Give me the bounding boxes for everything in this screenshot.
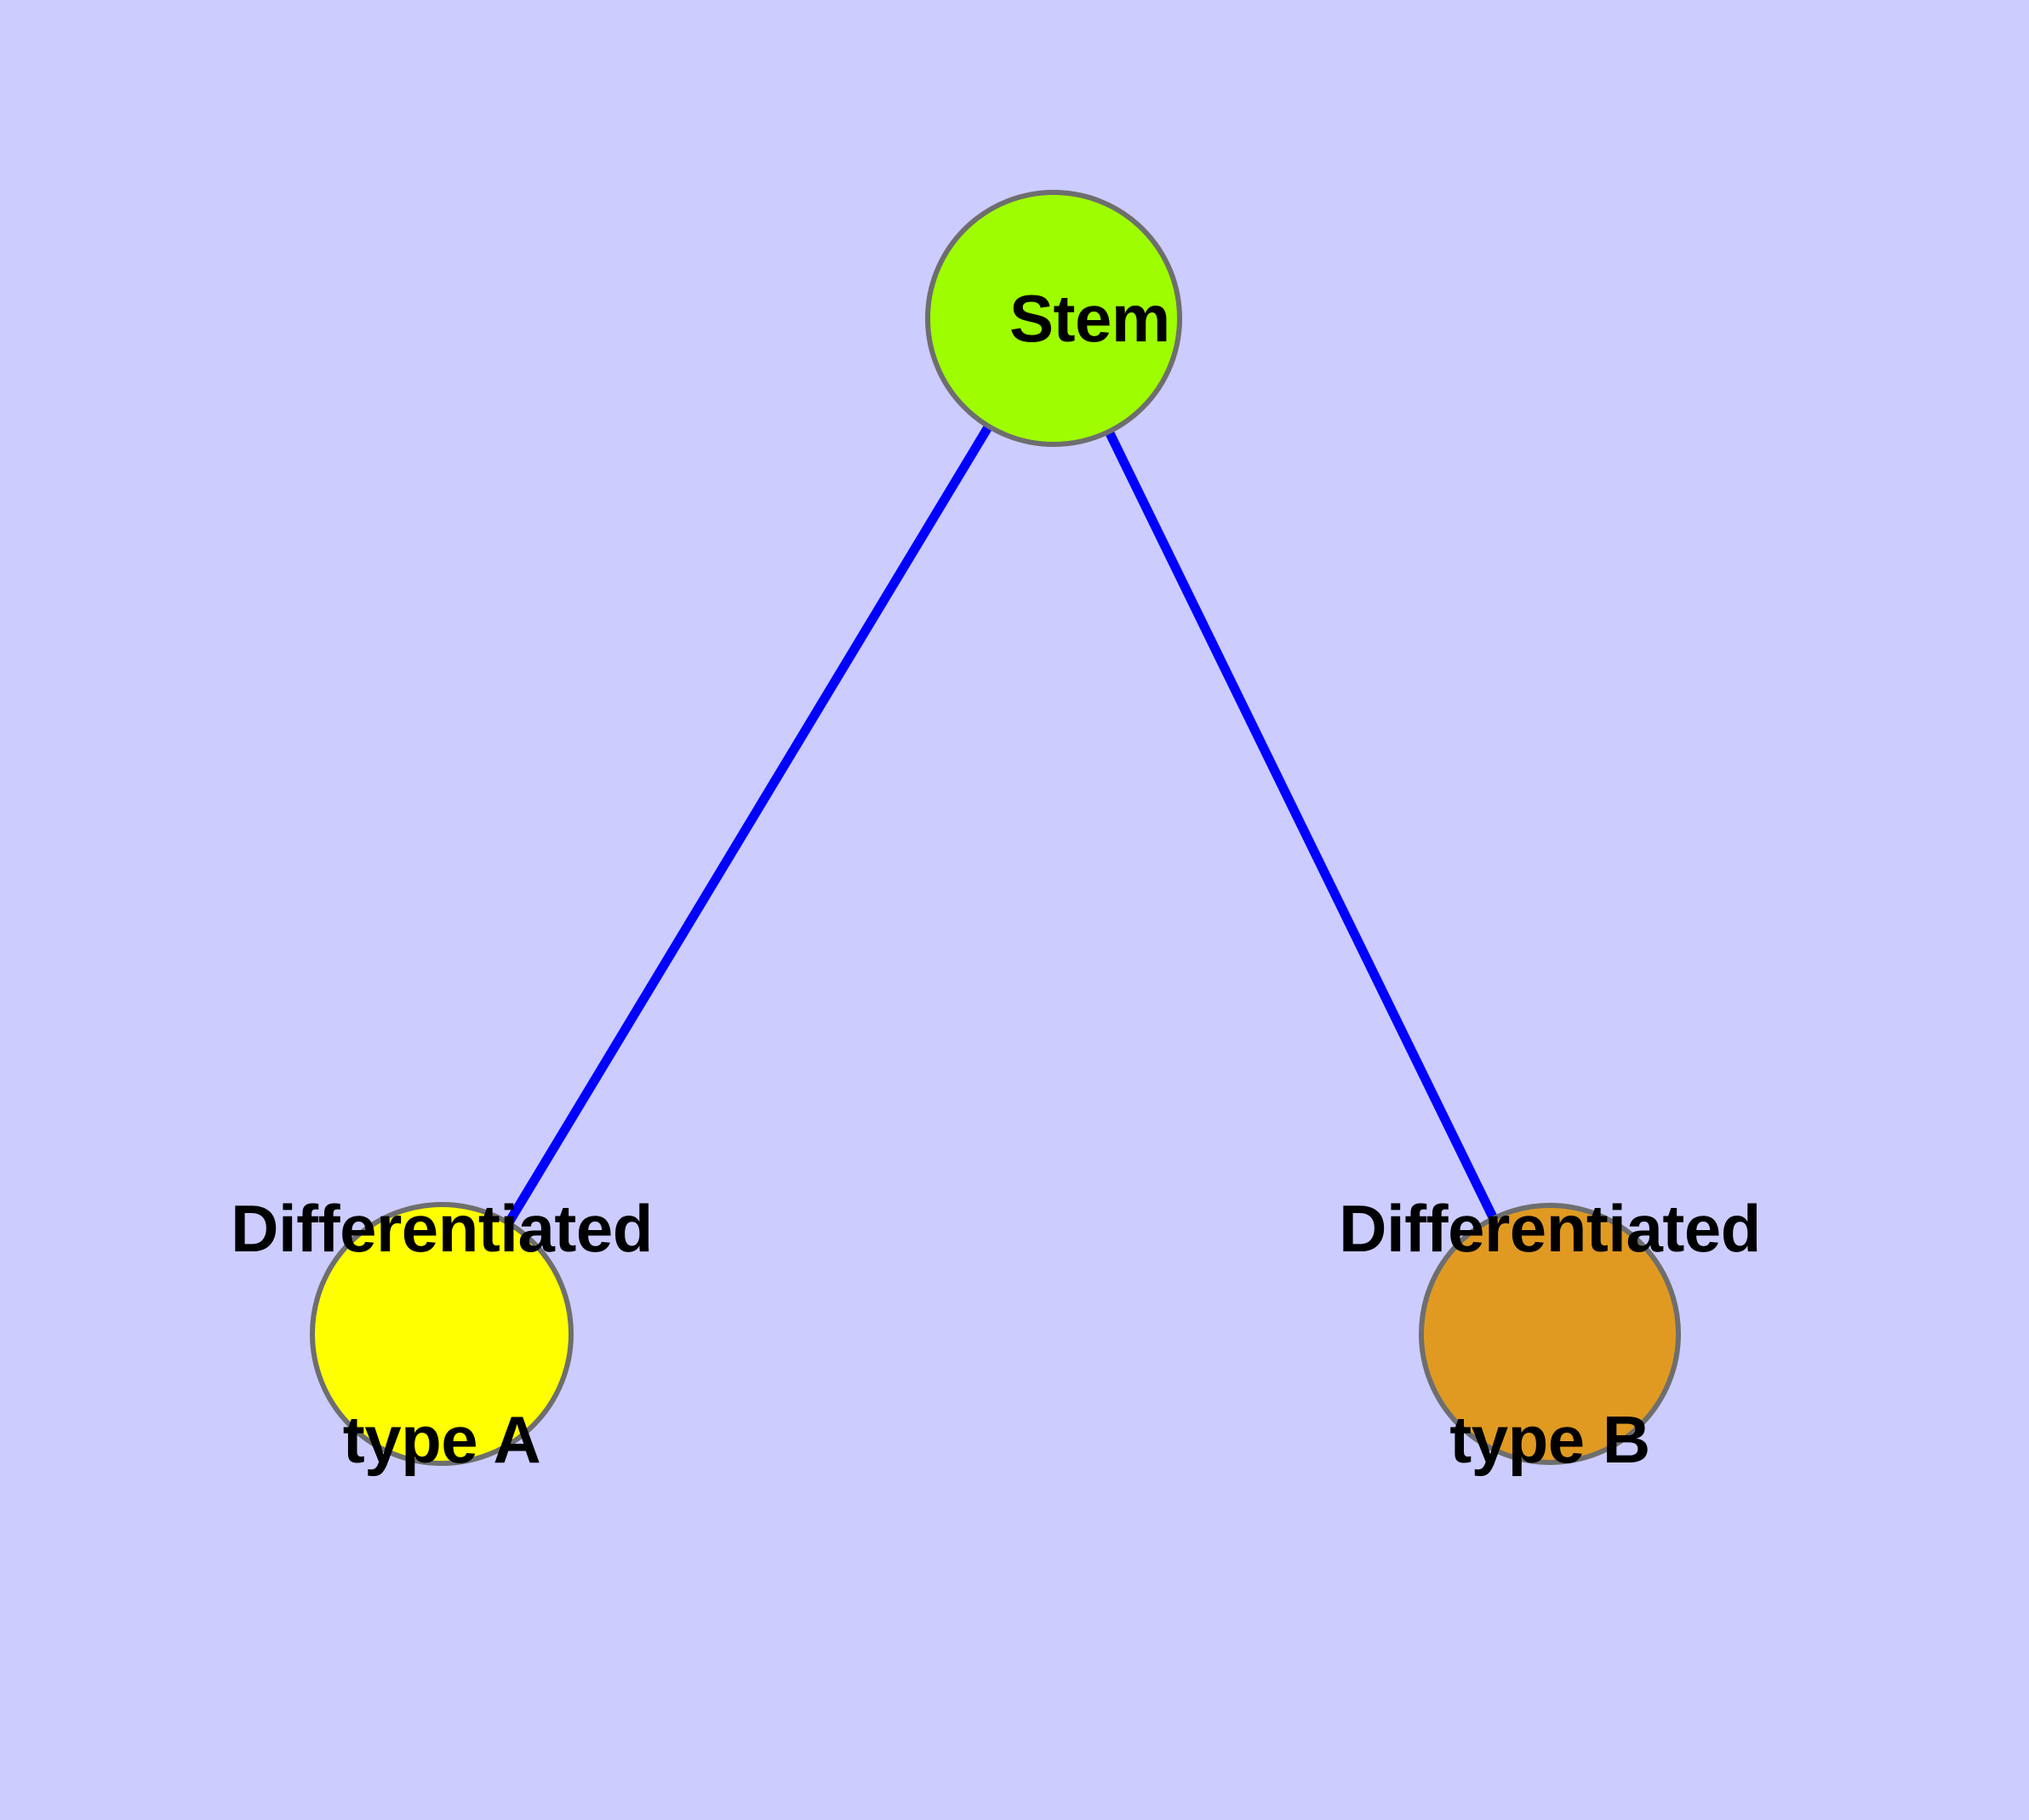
node-differentiated-type-a[interactable] <box>310 1202 574 1466</box>
node-stem[interactable] <box>925 190 1182 447</box>
edge-stem-to-differentiated-type-b[interactable] <box>1105 429 1498 1221</box>
node-differentiated-type-b[interactable] <box>1419 1203 1681 1465</box>
edge-stem-to-differentiated-type-a[interactable] <box>504 423 993 1226</box>
